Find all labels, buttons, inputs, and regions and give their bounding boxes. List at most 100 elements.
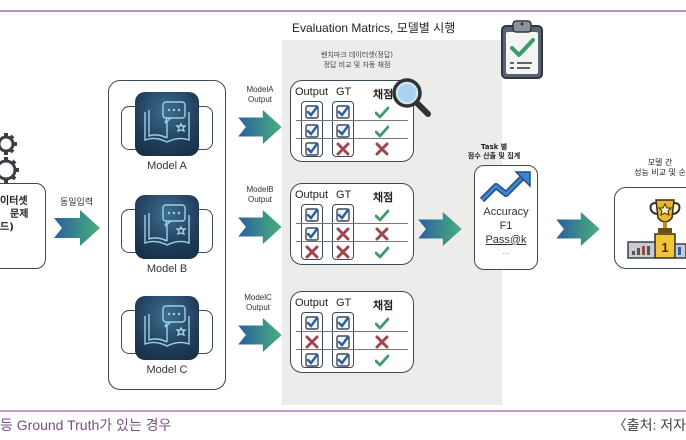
figure-caption: 등 Ground Truth가 있는 경우 — [0, 417, 172, 433]
gears-icon — [0, 133, 19, 183]
model-book-chat-icon — [135, 296, 199, 360]
metric-f1: F1 — [499, 220, 513, 232]
evaluation-subtitle-line2: 정답 비교 및 자동 채점 — [323, 61, 391, 69]
grading-header-output: Output — [295, 189, 329, 201]
grading-column-output — [301, 312, 323, 368]
grading-cell-score — [374, 315, 390, 334]
podium-first-label: 1 — [661, 240, 668, 255]
checkbox-checked-icon — [305, 316, 319, 330]
open-book-chat-icon — [144, 305, 190, 347]
bottom-rule — [0, 410, 686, 412]
dataset-box — [0, 183, 46, 269]
grading-header-score: 채점 — [373, 300, 394, 312]
grading-column-output — [301, 101, 323, 157]
grading-cell-output — [305, 104, 319, 123]
grading-cell-gt — [336, 352, 350, 371]
grading-cell-gt — [336, 334, 350, 353]
grading-cell-score — [374, 123, 390, 142]
evaluation-subtitle-line1: 벤치마크 데이터셋(정답) — [320, 51, 394, 59]
grading-row-divider — [296, 349, 408, 350]
checkbox-checked-icon — [305, 142, 319, 156]
grading-cell-gt — [336, 226, 350, 245]
grading-cell-output — [305, 141, 319, 160]
same-input-label: 동일입력 — [60, 198, 94, 208]
model-c-arrow-icon — [238, 318, 282, 352]
grading-header-output: Output — [295, 86, 329, 98]
checkbox-checked-icon — [305, 105, 319, 119]
cross-icon — [336, 245, 350, 259]
trophy-podium-icon: 1 — [627, 199, 686, 259]
metric-pass-at-k: Pass@k — [485, 234, 527, 246]
grading-cell-gt — [336, 123, 350, 142]
checkbox-checked-icon — [336, 334, 350, 349]
evaluation-title: Evaluation Matrics, 모델별 시행 — [292, 21, 456, 35]
grading-cell-score — [375, 226, 389, 245]
grading-cell-output — [305, 123, 319, 142]
cross-icon — [305, 335, 319, 348]
metrics-heading-line2: 점수 산출 및 집계 — [467, 152, 521, 160]
ranking-heading: 모델 간 성능 비교 및 순 — [610, 158, 686, 178]
model-b-output-label: ModelB Output — [238, 185, 282, 205]
metrics-heading: Task 별 점수 산출 및 집계 — [440, 143, 548, 161]
metric-accuracy: Accuracy — [483, 206, 529, 218]
output-label-line1: ModelB — [246, 185, 274, 194]
grading-cell-output — [305, 244, 319, 263]
pass-check-icon — [374, 246, 390, 259]
grading-row-divider — [296, 241, 408, 242]
grading-cell-output — [305, 207, 319, 226]
grading-cell-score — [375, 334, 389, 353]
pass-check-icon — [374, 125, 390, 137]
model-a-arrow-icon — [238, 110, 282, 144]
top-rule — [0, 10, 686, 12]
model-a-output-label: ModelA Output — [238, 85, 282, 105]
metrics-to-ranking-arrow-icon — [556, 212, 600, 246]
output-label-line2: Output — [245, 303, 270, 312]
checkbox-checked-icon — [336, 316, 350, 330]
evaluation-subtitle: 벤치마크 데이터셋(정답) 정답 비교 및 자동 채점 — [282, 50, 432, 70]
cross-icon — [336, 142, 350, 156]
metric-ellipsis: ... — [502, 247, 510, 256]
fail-cross-icon — [375, 335, 389, 348]
trend-up-arrow-icon — [480, 171, 531, 203]
pass-check-icon — [374, 209, 390, 222]
grading-cell-output — [305, 226, 319, 245]
grading-row-divider — [296, 330, 408, 332]
dataset-label-line1: 이터셋 — [0, 196, 28, 207]
model-book-chat-icon — [135, 195, 199, 259]
grading-header-gt: GT — [336, 189, 352, 201]
grading-cell-gt — [336, 207, 350, 226]
ranking-heading-line1: 모델 간 — [647, 158, 673, 167]
open-book-chat-icon — [144, 204, 190, 246]
checkbox-checked-icon — [305, 226, 319, 241]
grading-header-output: Output — [295, 297, 329, 309]
ranking-heading-line2: 성능 비교 및 순 — [634, 168, 686, 177]
grading-cell-gt — [336, 104, 350, 123]
model-c-output-label: ModelC Output — [236, 293, 280, 313]
grading-cell-gt — [336, 315, 350, 334]
grading-cell-gt — [336, 141, 350, 160]
cross-icon — [305, 245, 319, 259]
grading-column-gt — [332, 101, 354, 157]
grading-cell-score — [374, 244, 390, 263]
checkbox-checked-icon — [336, 208, 350, 222]
grading-row-divider — [296, 119, 408, 121]
grading-header-gt: GT — [336, 86, 352, 98]
model-label: Model C — [146, 364, 188, 376]
grading-column-output — [301, 204, 323, 260]
figure-source: 〈출처: 저자 — [612, 417, 686, 433]
dataset-label: 이터셋 문제 드) — [0, 195, 42, 234]
grading-cell-score — [374, 207, 390, 226]
grading-row-divider — [296, 138, 408, 139]
dataset-label-line2: 문제 — [10, 209, 29, 220]
model-label: Model B — [146, 263, 188, 275]
dataset-label-line3: 드) — [0, 222, 14, 233]
model-book-chat-icon — [135, 92, 199, 156]
grading-column-gt — [332, 312, 354, 368]
pass-check-icon — [374, 317, 390, 330]
output-label-line1: ModelA — [246, 85, 274, 94]
input-arrow-icon — [54, 210, 100, 246]
grading-header-score: 채점 — [373, 89, 394, 101]
grading-row-divider — [296, 222, 408, 224]
grading-to-metrics-arrow-icon — [418, 212, 462, 246]
grading-column-gt — [332, 204, 354, 260]
